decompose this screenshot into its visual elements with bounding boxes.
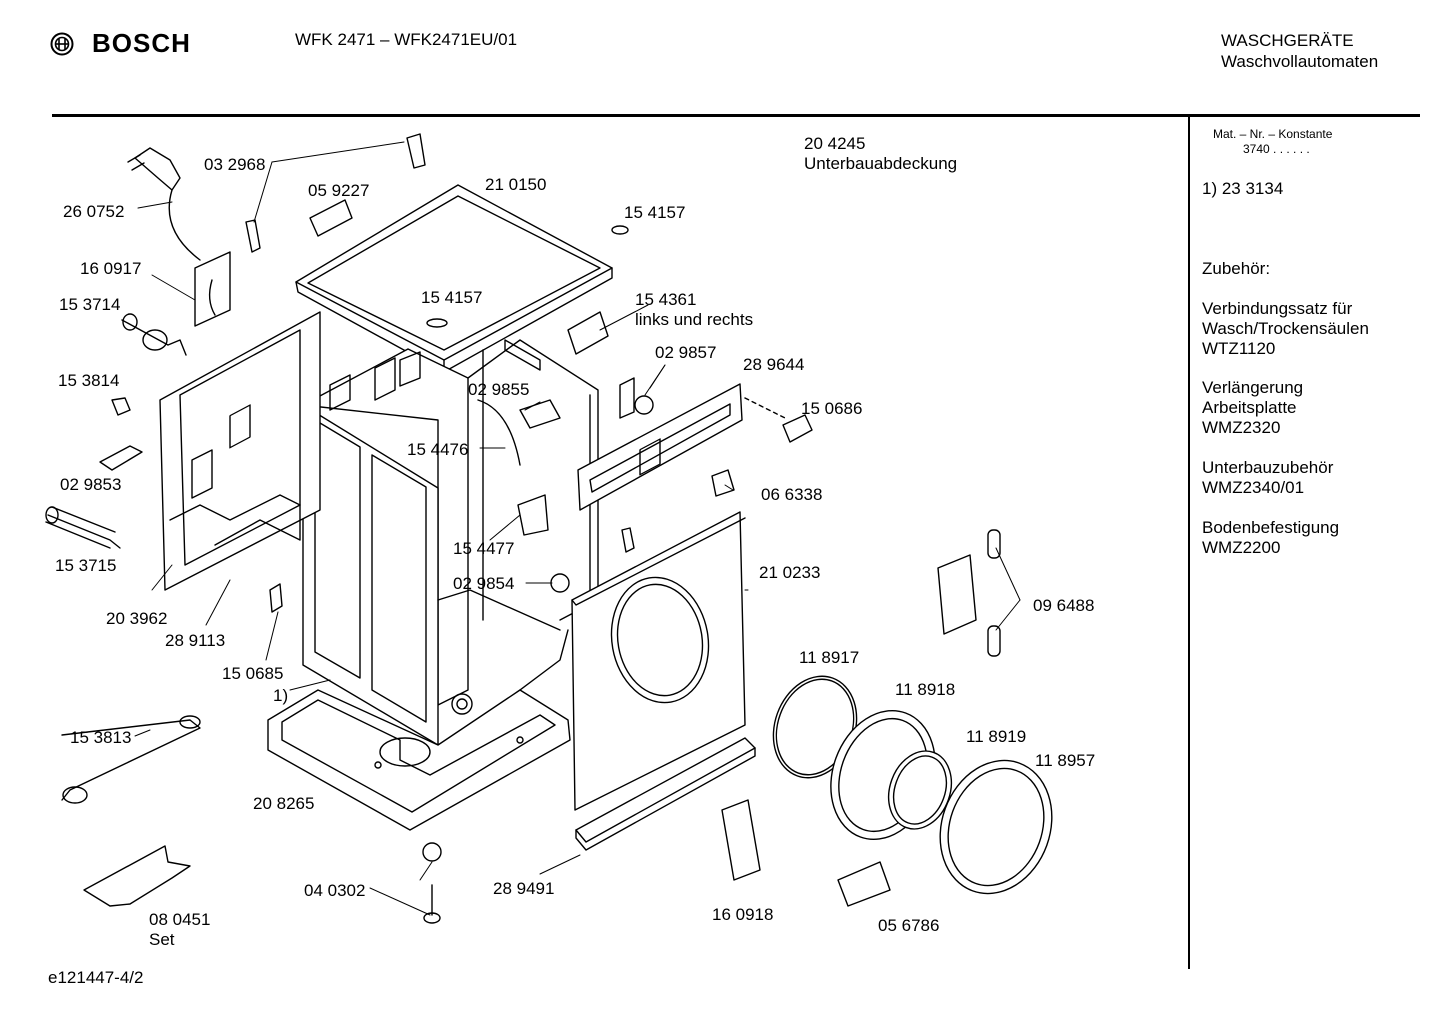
side-panel — [159, 311, 321, 591]
accessory-item: Unterbauzubehör WMZ2340/01 — [1202, 458, 1333, 498]
part-number: 20 8265 — [253, 794, 315, 813]
part-number: 11 8919 — [966, 727, 1027, 746]
part-number: 15 3715 — [55, 556, 117, 575]
part-number: 15 3813 — [70, 728, 132, 747]
sidebar-divider — [1188, 117, 1190, 969]
accessories-title: Zubehör: — [1202, 259, 1271, 278]
part-number: 09 6488 — [1033, 596, 1095, 615]
part-number: 15 3814 — [58, 371, 120, 390]
brand-name: BOSCH — [92, 28, 191, 58]
part-number: 16 0918 — [712, 905, 774, 924]
part-number: 06 6338 — [761, 485, 823, 504]
cabinet-frame — [302, 339, 599, 746]
accessory-code: WMZ2340/01 — [1202, 478, 1305, 497]
accessory-line: Verlängerung — [1202, 378, 1304, 397]
part-description: links und rechts — [635, 310, 754, 329]
model-title: WFK 2471 – WFK2471EU/01 — [295, 30, 518, 49]
accessory-line: Bodenbefestigung — [1202, 518, 1340, 537]
part-number: 15 4361 — [635, 290, 697, 309]
exploded-diagram — [45, 133, 1053, 924]
part-label: 20 4245 Unterbauabdeckung — [804, 134, 957, 174]
part-number: 04 0302 — [304, 881, 366, 900]
part-number: 08 0451 — [149, 910, 211, 929]
part-label: 08 0451 Set — [149, 910, 210, 950]
leader-lines — [134, 141, 1021, 916]
mat-nr-label: Mat. – Nr. – Konstante — [1213, 127, 1333, 141]
part-number: 16 0917 — [80, 259, 142, 278]
part-number: 28 9491 — [493, 879, 555, 898]
bottom-plate — [267, 689, 571, 831]
part-number: 02 9853 — [60, 475, 122, 494]
part-number: 28 9113 — [165, 631, 226, 650]
accessory-item: Verlängerung Arbeitsplatte WMZ2320 — [1202, 378, 1303, 438]
footnote-marker: 1) — [273, 686, 289, 705]
part-number: 28 9644 — [743, 355, 805, 374]
part-number: 26 0752 — [63, 202, 125, 221]
small-parts — [45, 133, 1001, 924]
part-description: Unterbauabdeckung — [804, 154, 958, 173]
document-code: e121447-4/2 — [48, 968, 144, 987]
category-line-1: WASCHGERÄTE — [1221, 31, 1354, 50]
part-number: 15 4157 — [624, 203, 686, 222]
part-number: 02 9855 — [468, 380, 530, 399]
brand: BOSCH — [50, 28, 191, 59]
part-number: 21 0233 — [759, 563, 821, 582]
accessory-code: WTZ1120 — [1202, 339, 1276, 358]
accessory-line: Verbindungssatz für — [1202, 299, 1353, 318]
bosch-logo-icon — [50, 32, 74, 55]
part-number: 15 0685 — [222, 664, 284, 683]
accessory-item: Bodenbefestigung WMZ2200 — [1202, 518, 1339, 558]
accessory-code: WMZ2200 — [1202, 538, 1281, 557]
part-number: 15 3714 — [59, 295, 121, 314]
top-lid — [295, 184, 613, 373]
part-number: 05 9227 — [308, 181, 370, 200]
accessory-line: Arbeitsplatte — [1202, 398, 1297, 417]
part-number: 21 0150 — [485, 175, 547, 194]
door-assembly — [772, 675, 1053, 895]
part-number: 15 4477 — [453, 539, 515, 558]
part-number: 11 8957 — [1035, 751, 1096, 770]
part-number: 15 4476 — [407, 440, 469, 459]
front-panel — [571, 511, 746, 811]
part-number: 20 4245 — [804, 134, 866, 153]
part-number: 15 0686 — [801, 399, 863, 418]
category: WASCHGERÄTE Waschvollautomaten — [1221, 30, 1378, 72]
mat-nr-value: 3740 . . . . . . — [1243, 142, 1310, 156]
part-number: 20 3962 — [106, 609, 168, 628]
header-divider — [52, 114, 1420, 117]
kick-plate — [575, 737, 756, 851]
accessory-item: Verbindungssatz für Wasch/Trockensäulen … — [1202, 299, 1369, 359]
accessory-line: Wasch/Trockensäulen — [1202, 319, 1369, 338]
part-number: 15 4157 — [421, 288, 483, 307]
part-number: 11 8918 — [895, 680, 956, 699]
part-number: 11 8917 — [799, 648, 860, 667]
part-number: 02 9854 — [453, 574, 515, 593]
part-number: 05 6786 — [878, 916, 940, 935]
control-bracket — [577, 383, 786, 511]
accessory-line: Unterbauzubehör — [1202, 458, 1334, 477]
part-number: 03 2968 — [204, 155, 266, 174]
footnote-1: 1) 23 3134 — [1202, 179, 1284, 198]
part-label: 15 4361 links und rechts — [635, 290, 753, 330]
category-line-2: Waschvollautomaten — [1221, 52, 1379, 71]
part-description: Set — [149, 930, 175, 949]
part-number: 02 9857 — [655, 343, 717, 362]
accessory-code: WMZ2320 — [1202, 418, 1281, 437]
